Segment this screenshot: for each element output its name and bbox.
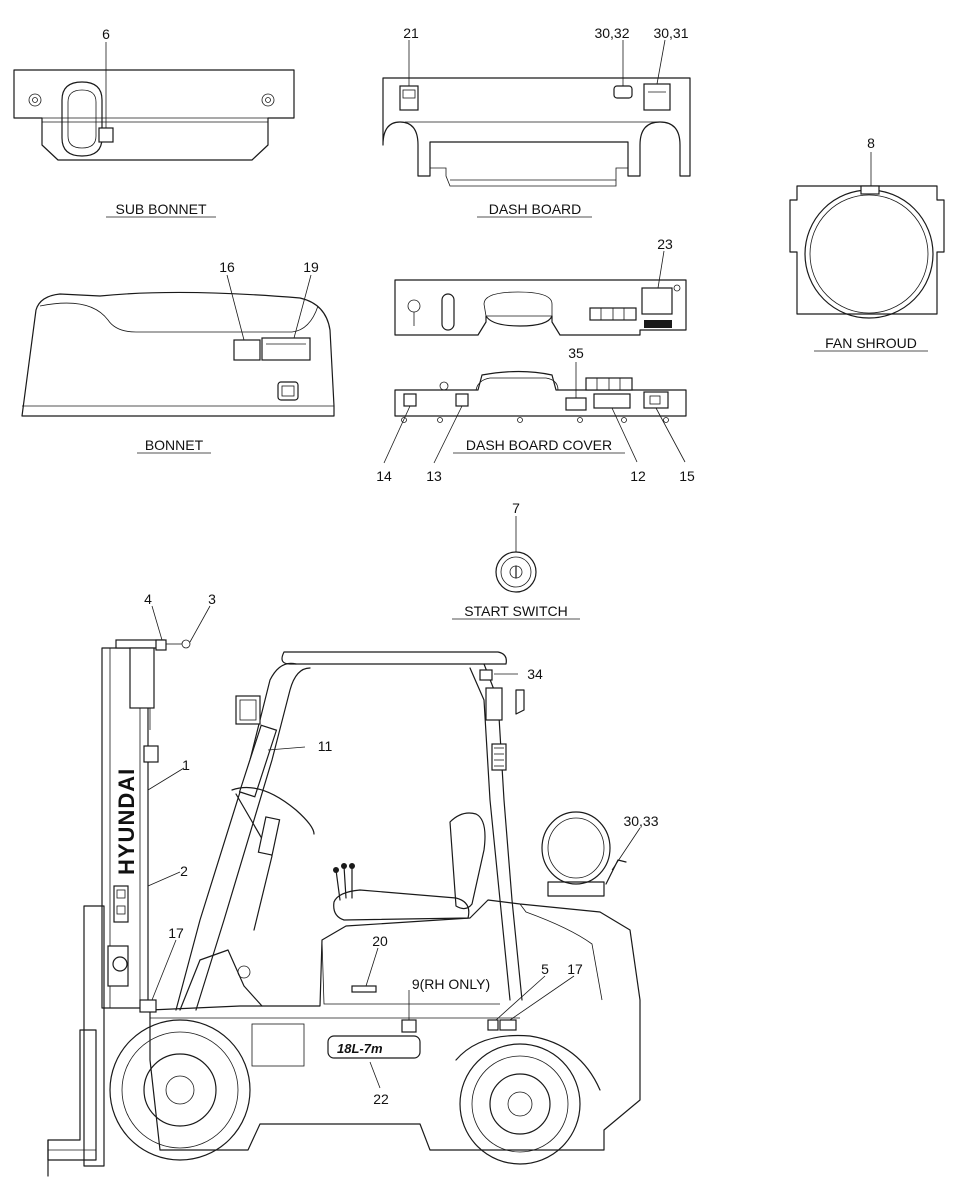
decal-30-32 xyxy=(613,85,633,99)
decal-17-rear xyxy=(499,1019,517,1031)
decal-13 xyxy=(455,393,469,407)
decal-34 xyxy=(479,669,493,681)
caption-sub-bonnet: SUB BONNET xyxy=(115,201,206,217)
start-switch-drawing xyxy=(495,516,537,593)
caption-fan-shroud: FAN SHROUD xyxy=(825,335,917,351)
callout-4: 4 xyxy=(144,591,152,607)
decal-15 xyxy=(643,391,669,409)
decal-20 xyxy=(351,985,377,993)
caption-dash-board: DASH BOARD xyxy=(489,201,582,217)
callout-34: 34 xyxy=(527,666,543,682)
callout-5: 5 xyxy=(541,961,549,977)
model-decal-text: 18L-7m xyxy=(337,1041,383,1056)
callout-30-32: 30,32 xyxy=(594,25,629,41)
caption-dash-board-cover: DASH BOARD COVER xyxy=(466,437,612,453)
callout-30-31: 30,31 xyxy=(653,25,688,41)
dash-board-drawing xyxy=(382,39,691,187)
callout-22: 22 xyxy=(373,1091,389,1107)
callout-11: 11 xyxy=(318,738,333,754)
callout-13: 13 xyxy=(426,468,442,484)
forklift-drawing: HYUNDAI xyxy=(47,605,641,1177)
callout-17-front: 17 xyxy=(168,925,184,941)
caption-start-switch: START SWITCH xyxy=(464,603,567,619)
dash-board-cover-drawing xyxy=(383,362,687,464)
callout-30-33: 30,33 xyxy=(623,813,658,829)
callout-1: 1 xyxy=(182,757,190,773)
decal-17-front xyxy=(139,999,157,1013)
decal-35 xyxy=(565,397,587,411)
callout-35: 35 xyxy=(568,345,584,361)
callout-8: 8 xyxy=(867,135,875,151)
decal-23 xyxy=(641,287,673,315)
decal-12 xyxy=(593,393,631,409)
decal-11 xyxy=(238,724,278,798)
sub-bonnet-drawing xyxy=(13,42,295,161)
callout-19: 19 xyxy=(303,259,319,275)
callout-20: 20 xyxy=(372,933,388,949)
callout-2: 2 xyxy=(180,863,188,879)
decal-16 xyxy=(233,339,261,361)
fan-shroud-drawing xyxy=(789,152,945,319)
callout-7: 7 xyxy=(512,500,520,516)
bonnet-drawing xyxy=(21,274,335,417)
callout-3: 3 xyxy=(208,591,216,607)
decal-8 xyxy=(860,185,880,195)
caption-bonnet: BONNET xyxy=(145,437,204,453)
decal-19 xyxy=(261,337,311,361)
decal-30-31 xyxy=(643,83,671,111)
callout-21: 21 xyxy=(403,25,419,41)
decal-5 xyxy=(487,1019,499,1031)
callout-17-rear: 17 xyxy=(567,961,583,977)
callout-15: 15 xyxy=(679,468,695,484)
decal-6 xyxy=(98,127,114,143)
callout-12: 12 xyxy=(630,468,646,484)
decal-9 xyxy=(401,1019,417,1033)
callout-14: 14 xyxy=(376,468,392,484)
callout-16: 16 xyxy=(219,259,235,275)
dash-board-panel-drawing xyxy=(394,250,687,336)
decal-2 xyxy=(113,885,129,923)
callout-6: 6 xyxy=(102,26,110,42)
hyundai-mast-decal: HYUNDAI xyxy=(114,768,139,875)
callout-23: 23 xyxy=(657,236,673,252)
callout-9: 9(RH ONLY) xyxy=(412,976,490,992)
decal-14 xyxy=(403,393,417,407)
model-decal-22 xyxy=(327,1035,421,1059)
